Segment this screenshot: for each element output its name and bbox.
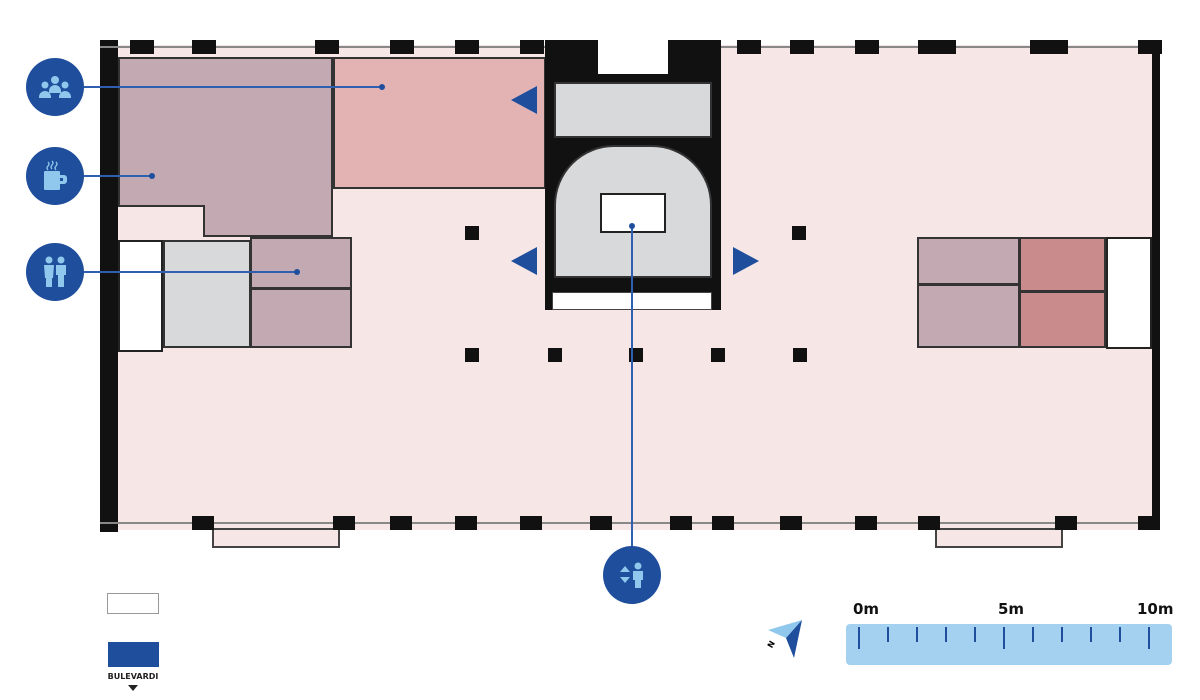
meeting-room-marker[interactable] <box>26 58 84 116</box>
restroom-icon <box>44 256 66 287</box>
restrooms-marker[interactable] <box>26 243 84 301</box>
wall-pier <box>130 40 154 54</box>
bay-window-right <box>935 528 1063 548</box>
leader-line-kitchen <box>84 175 152 177</box>
wall-pier <box>670 516 692 530</box>
wall-pier <box>1138 516 1160 530</box>
wall-pier <box>1138 40 1162 54</box>
scale-tick <box>1090 627 1092 642</box>
wall-pier <box>737 40 761 54</box>
structural-column <box>465 226 479 240</box>
room-right-top[interactable] <box>1019 237 1106 292</box>
room-right-bottom[interactable] <box>1019 291 1106 348</box>
wall-pier <box>390 516 412 530</box>
legend-street-label: BULEVARDI <box>107 672 159 681</box>
scale-label-10: 10m <box>1137 600 1174 618</box>
wall-pier <box>855 516 877 530</box>
wall-left <box>100 40 118 532</box>
scale-tick <box>916 627 918 642</box>
leader-dot-kitchen <box>149 173 155 179</box>
legend-swatch-street <box>107 642 159 667</box>
core-top-opening <box>598 40 668 74</box>
stair-right <box>1106 237 1152 349</box>
entrance-arrow-right[interactable] <box>733 247 759 275</box>
restroom-right-top[interactable] <box>917 237 1020 285</box>
structural-column <box>711 348 725 362</box>
wall-pier <box>1055 516 1077 530</box>
stair-left <box>118 240 163 352</box>
coffee-mug-icon <box>44 160 67 190</box>
leader-line-meeting <box>84 86 382 88</box>
scale-label-5: 5m <box>998 600 1025 618</box>
legend-swatch-empty <box>107 593 159 614</box>
wall-pier <box>918 40 956 54</box>
wall-pier <box>1030 40 1068 54</box>
wall-pier <box>390 40 414 54</box>
scale-tick <box>887 627 889 642</box>
wall-pier <box>918 516 940 530</box>
wall-pier <box>333 516 355 530</box>
meeting-room[interactable] <box>118 57 333 207</box>
leader-line-elevator <box>631 226 633 548</box>
compass[interactable]: N <box>766 618 806 664</box>
elevator-shaft <box>600 193 666 233</box>
scale-tick <box>1119 627 1121 642</box>
wall-pier <box>855 40 879 54</box>
restroom-right-bottom[interactable] <box>917 284 1020 348</box>
leader-dot-restrooms <box>294 269 300 275</box>
scale-label-0: 0m <box>853 600 880 618</box>
group-icon <box>39 76 71 98</box>
scale-tick <box>1032 627 1034 642</box>
north-arrow-icon <box>768 620 802 658</box>
wall-pier <box>790 40 814 54</box>
wall-pier <box>712 516 734 530</box>
leader-dot-meeting <box>379 84 385 90</box>
restroom-left-top[interactable] <box>250 237 352 289</box>
entrance-arrow-left-top[interactable] <box>511 86 537 114</box>
wall-right <box>1152 40 1160 530</box>
wall-bottom <box>100 522 1160 526</box>
scale-tick <box>974 627 976 642</box>
street-direction-icon <box>128 685 138 691</box>
wall-pier <box>455 40 479 54</box>
elevator-marker[interactable] <box>603 546 661 604</box>
scale-tick <box>858 627 860 649</box>
wall-pier <box>192 516 214 530</box>
kitchen-marker[interactable] <box>26 147 84 205</box>
wall-pier <box>455 516 477 530</box>
scale-tick <box>1148 627 1150 649</box>
office-room[interactable] <box>333 57 546 189</box>
entrance-arrow-left[interactable] <box>511 247 537 275</box>
scale-tick <box>1003 627 1005 649</box>
meeting-room-extension <box>203 205 333 237</box>
structural-column <box>465 348 479 362</box>
structural-column <box>793 348 807 362</box>
wall-pier <box>780 516 802 530</box>
stair-core[interactable] <box>554 82 712 138</box>
structural-column <box>792 226 806 240</box>
structural-column <box>548 348 562 362</box>
wall-pier <box>590 516 612 530</box>
scale-tick <box>1061 627 1063 642</box>
leader-line-restrooms <box>84 271 297 273</box>
elevator-icon <box>620 562 643 588</box>
scale-bar <box>846 624 1172 665</box>
wall-pier <box>315 40 339 54</box>
storage-left <box>163 240 251 348</box>
wall-pier <box>520 40 544 54</box>
leader-dot-elevator <box>629 223 635 229</box>
restroom-left-bottom[interactable] <box>250 288 352 348</box>
wall-pier <box>520 516 542 530</box>
scale-tick <box>945 627 947 642</box>
bay-window-left <box>212 528 340 548</box>
wall-pier <box>192 40 216 54</box>
